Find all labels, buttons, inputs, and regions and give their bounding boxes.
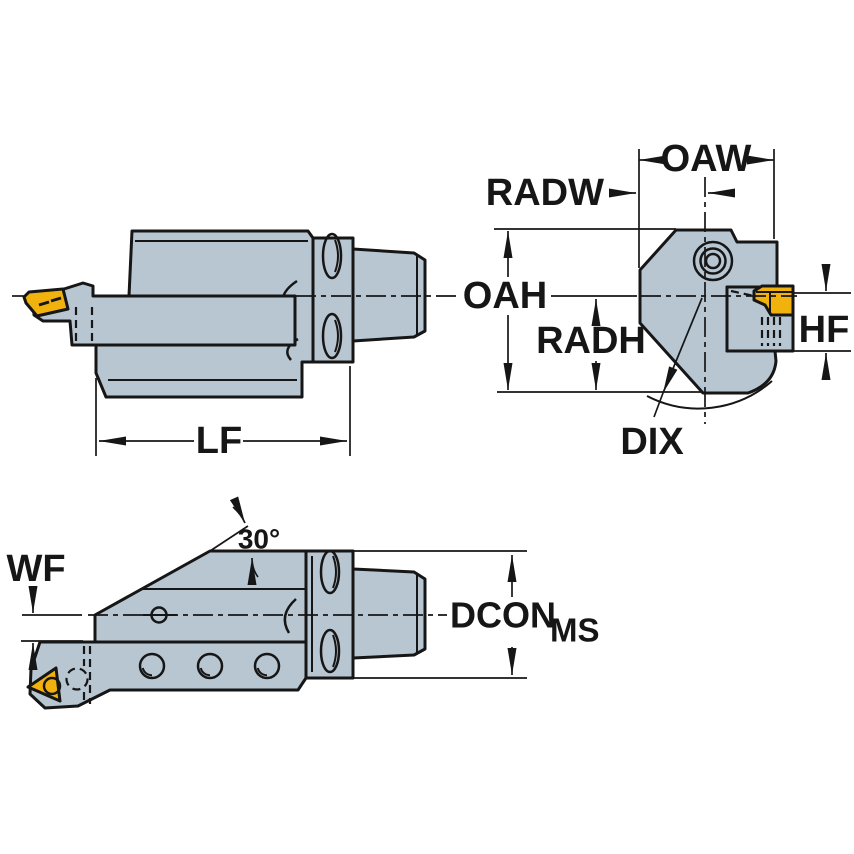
label-oah: OAH [463, 275, 547, 317]
top-flange-slot-top [319, 549, 341, 595]
label-wf: WF [6, 548, 65, 590]
label-radw: RADW [486, 172, 604, 214]
hf-dimension: HF [793, 264, 851, 380]
dix-dimension: DIX [620, 297, 773, 463]
top-flange-slot-bottom [319, 628, 341, 674]
label-lf: LF [196, 420, 242, 462]
lf-dimension: LF [95, 366, 351, 462]
side-insert-chipbreaker-marks [38, 296, 62, 307]
side-view: LF [12, 229, 458, 462]
side-flange-slot-top-inner [334, 239, 339, 273]
top-bore-arc [283, 598, 297, 634]
side-hidden-seat-lines [74, 307, 94, 343]
label-dix: DIX [620, 421, 684, 463]
dix-diameter-arc [646, 380, 773, 410]
top-hidden-screw-circle [65, 667, 89, 691]
label-angle: 30° [238, 524, 280, 555]
top-flange-slot-top-inner [332, 555, 337, 589]
top-body-upper [93, 549, 308, 644]
top-shaft [351, 567, 427, 660]
front-view: OAW RADW OAH RADH HF DIX [463, 138, 851, 463]
side-flange [311, 236, 355, 364]
label-radh: RADH [536, 320, 646, 362]
top-mounting-holes [138, 652, 281, 680]
dcon-dimension: DCON MS [353, 550, 600, 679]
label-dcon: DCON [450, 595, 556, 636]
side-flange-slot-bottom [321, 312, 343, 360]
top-insert-screw [42, 676, 62, 696]
side-flange-slot-bottom-inner [334, 319, 339, 353]
top-flange-slot-bottom-inner [332, 634, 337, 668]
front-hidden-seat-lines [760, 317, 782, 346]
angle-dimension: 30° [209, 496, 280, 586]
radw-dimension: RADW [486, 172, 735, 214]
label-hf: HF [799, 309, 850, 351]
front-cutting-insert [752, 284, 795, 317]
top-view: WF 30° DCON MS [6, 496, 600, 710]
side-shaft [351, 247, 427, 343]
wf-dimension: WF [6, 548, 83, 670]
top-hidden-seat-lines [82, 646, 92, 704]
oaw-dimension: OAW [639, 138, 774, 180]
label-oaw: OAW [661, 138, 752, 180]
radh-dimension: RADH [536, 299, 646, 390]
label-dcon-subscript: MS [550, 612, 600, 649]
front-clamp-screw [692, 240, 734, 282]
side-flange-slot-top [321, 232, 343, 280]
oah-dimension: OAH [463, 231, 547, 390]
